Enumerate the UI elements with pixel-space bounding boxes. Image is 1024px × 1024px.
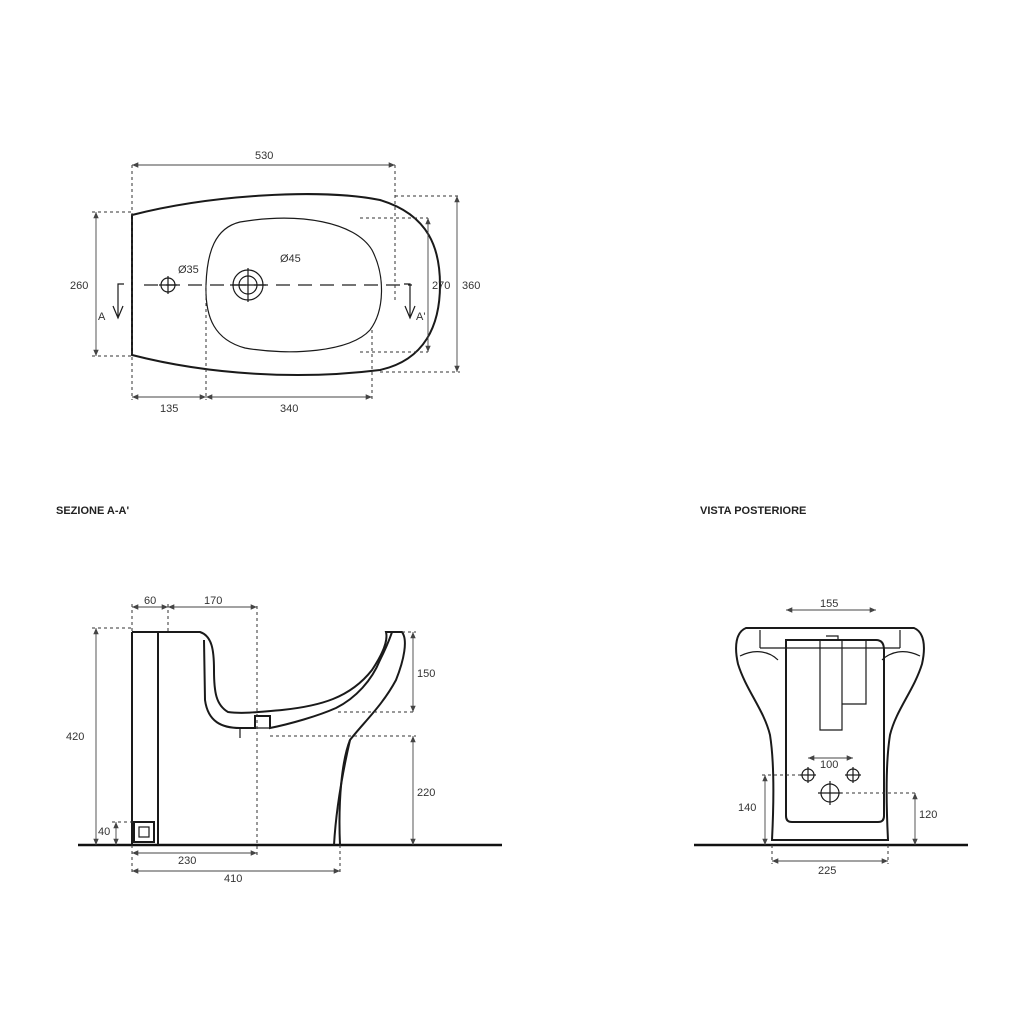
dim-220: 220 bbox=[417, 787, 435, 799]
section-left-label: A bbox=[98, 311, 106, 323]
dim-360: 360 bbox=[462, 280, 480, 292]
rear-view: VISTA POSTERIORE 155 bbox=[694, 505, 968, 877]
dim-260: 260 bbox=[70, 280, 88, 292]
drain-outlet-icon bbox=[818, 781, 842, 805]
top-view-outline bbox=[131, 193, 442, 376]
dim-60: 60 bbox=[144, 595, 156, 607]
fixing-hole-right-icon bbox=[845, 767, 861, 783]
dim-230: 230 bbox=[178, 855, 196, 867]
section-view: SEZIONE A-A' 60 170 420 40 150 bbox=[56, 505, 502, 885]
dim-100: 100 bbox=[820, 759, 838, 771]
section-view-title: SEZIONE A-A' bbox=[56, 505, 129, 517]
section-fixing-block bbox=[133, 821, 155, 843]
top-view-bowl bbox=[205, 217, 383, 353]
section-right-label: A' bbox=[416, 311, 425, 323]
dim-340: 340 bbox=[280, 403, 298, 415]
section-bowl-profile bbox=[180, 631, 406, 846]
section-rear-column bbox=[131, 631, 200, 845]
dim-170: 170 bbox=[204, 595, 222, 607]
tap-hole-icon bbox=[159, 276, 177, 294]
drain-hole-icon bbox=[230, 268, 266, 302]
rear-recess bbox=[785, 639, 885, 823]
dim-420: 420 bbox=[66, 731, 84, 743]
dim-140: 140 bbox=[738, 802, 756, 814]
dim-150: 150 bbox=[417, 668, 435, 680]
section-marker-left-icon bbox=[112, 283, 124, 320]
rear-connector bbox=[819, 635, 867, 731]
fixing-hole-left-icon bbox=[800, 767, 816, 783]
section-marker-right-icon bbox=[404, 283, 416, 320]
dim-225: 225 bbox=[818, 865, 836, 877]
dim-40: 40 bbox=[98, 826, 110, 838]
hole-large-label: Ø45 bbox=[280, 253, 301, 265]
dim-155: 155 bbox=[820, 598, 838, 610]
top-view: Ø35 Ø45 A A' 530 260 270 360 135 340 bbox=[70, 150, 480, 415]
rear-view-title: VISTA POSTERIORE bbox=[700, 505, 806, 517]
dim-410: 410 bbox=[224, 873, 242, 885]
dim-270: 270 bbox=[432, 280, 450, 292]
rear-body-outline bbox=[735, 627, 925, 841]
dim-135: 135 bbox=[160, 403, 178, 415]
hole-small-label: Ø35 bbox=[178, 264, 199, 276]
dim-120: 120 bbox=[919, 809, 937, 821]
dim-530: 530 bbox=[255, 150, 273, 162]
